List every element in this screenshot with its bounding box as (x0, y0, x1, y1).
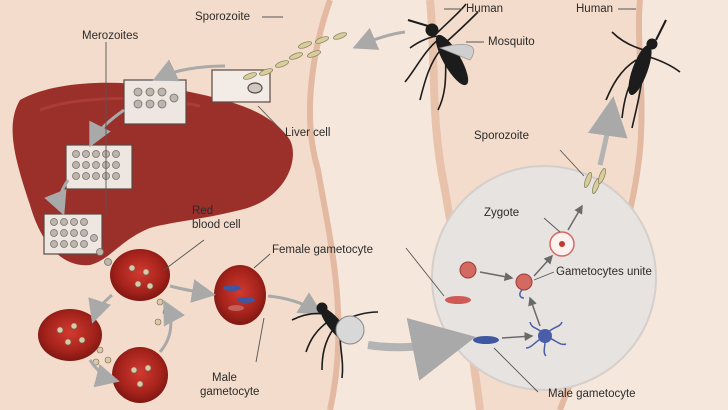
label-merozoites: Merozoites (82, 30, 139, 42)
sporozoite-stream (242, 32, 348, 80)
arrow-gametocyte-to-mosquito (267, 292, 324, 316)
label-male-gametocyte-right: Male gametocyte (548, 388, 636, 400)
male-gametocyte-zoom (473, 321, 567, 357)
arrow-rbc-cycle-2 (88, 359, 120, 388)
arrow-liver-flow-1 (89, 108, 125, 148)
label-male-gametocyte-left-line1: Male (212, 372, 237, 384)
label-red-blood-cell-line1: Red (192, 205, 214, 217)
sporozoites-zoom (583, 168, 607, 194)
merozoite-dots-b (72, 150, 120, 180)
arrow-liver-flow-2 (44, 179, 70, 216)
leader-lines (105, 8, 636, 393)
label-red-blood-cell-line2: blood cell (192, 219, 241, 231)
label-zygote: Zygote (484, 207, 520, 219)
label-female-gametocyte: Female gametocyte (272, 244, 373, 256)
gametocytes-unite (515, 273, 533, 299)
label-male-gametocyte-left-line2: gametocyte (200, 386, 260, 398)
arrow-rbc-to-gametocyte (169, 279, 216, 303)
female-gametocyte-zoom (445, 261, 477, 304)
arrow-to-zoom (367, 318, 476, 381)
arrow-mosquito-to-sporozoites (352, 27, 406, 50)
mosquito-bottom (291, 302, 379, 379)
arrow-rbc-cycle-3 (158, 299, 186, 353)
mosquito-right (605, 19, 681, 129)
label-human-left: Human (466, 3, 504, 15)
label-gametocytes-unite: Gametocytes unite (556, 266, 652, 278)
arrow-sporozoite-to-liver (152, 59, 226, 82)
merozoite-dots-a (133, 87, 179, 109)
mosquito-top (404, 3, 479, 111)
merozoite-dots-c (50, 218, 112, 266)
zoom-circle (431, 165, 657, 391)
label-human-right: Human (576, 3, 614, 15)
red-blood-cells (38, 249, 266, 403)
arrow-rbc-cycle-1 (88, 293, 113, 324)
zygote (549, 231, 575, 257)
arrow-to-mosquito-right (587, 96, 628, 166)
rbc-parasites (56, 264, 170, 388)
gametocytes-in-rbc (223, 285, 255, 311)
label-liver-cell: Liver cell (285, 127, 331, 139)
label-sporozoite-top: Sporozoite (195, 11, 250, 23)
label-mosquito: Mosquito (488, 36, 535, 48)
label-sporozoite-right: Sporozoite (474, 130, 529, 142)
